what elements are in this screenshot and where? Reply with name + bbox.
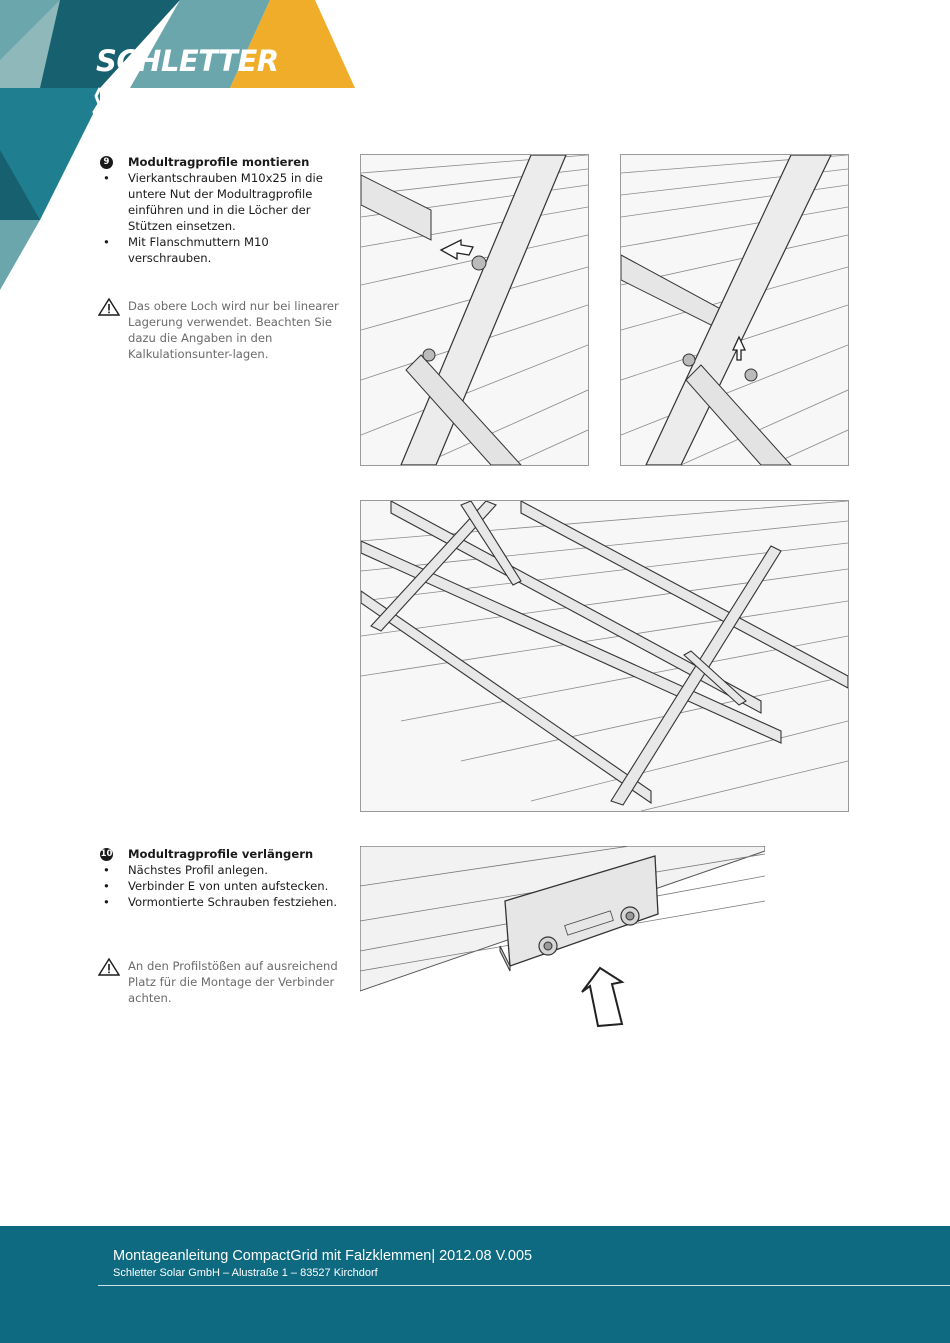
- step-9: 9 Modultragprofile montieren Vierkantsch…: [100, 154, 350, 266]
- bullet-item: Mit Flanschmuttern M10 verschrauben.: [100, 234, 350, 266]
- step-bullets: Vierkantschrauben M10x25 in die untere N…: [100, 170, 350, 266]
- footer-address: Schletter Solar GmbH – Alustraße 1 – 835…: [113, 1267, 378, 1279]
- header-graphic: [0, 0, 360, 300]
- bullet-item: Vierkantschrauben M10x25 in die untere N…: [100, 170, 350, 234]
- step-bullets: Nächstes Profil anlegen. Verbinder E von…: [100, 862, 350, 910]
- warning-icon: [98, 958, 120, 976]
- bullet-item: Nächstes Profil anlegen.: [100, 862, 350, 878]
- step-title: Modultragprofile verlängern: [128, 847, 314, 861]
- footer-bar: [0, 1226, 950, 1343]
- illustration-rail-mount-2: [620, 154, 849, 466]
- illustration-rail-assembly-overview: [360, 500, 849, 812]
- bullet-item: Verbinder E von unten aufstecken.: [100, 878, 350, 894]
- step-number-badge: 9: [100, 155, 113, 169]
- step-title: Modultragprofile montieren: [128, 155, 310, 169]
- note-text: Das obere Loch wird nur bei linearer Lag…: [128, 299, 339, 361]
- brand-logo: SCHLETTER: [96, 44, 279, 78]
- bullet-item: Vormontierte Schrauben festziehen.: [100, 894, 350, 910]
- warning-icon: [98, 298, 120, 316]
- footer-divider: [98, 1285, 950, 1286]
- footer-title: Montageanleitung CompactGrid mit Falzkle…: [113, 1248, 533, 1264]
- warning-note-10: An den Profilstößen auf ausreichend Plat…: [98, 958, 348, 1006]
- note-text: An den Profilstößen auf ausreichend Plat…: [128, 959, 338, 1005]
- step-10: 10 Modultragprofile verlängern Nächstes …: [100, 846, 350, 910]
- step-number-badge: 10: [100, 847, 113, 861]
- warning-note-9: Das obere Loch wird nur bei linearer Lag…: [98, 298, 348, 362]
- illustration-rail-mount-1: [360, 154, 589, 466]
- illustration-rail-connector: [360, 846, 765, 1031]
